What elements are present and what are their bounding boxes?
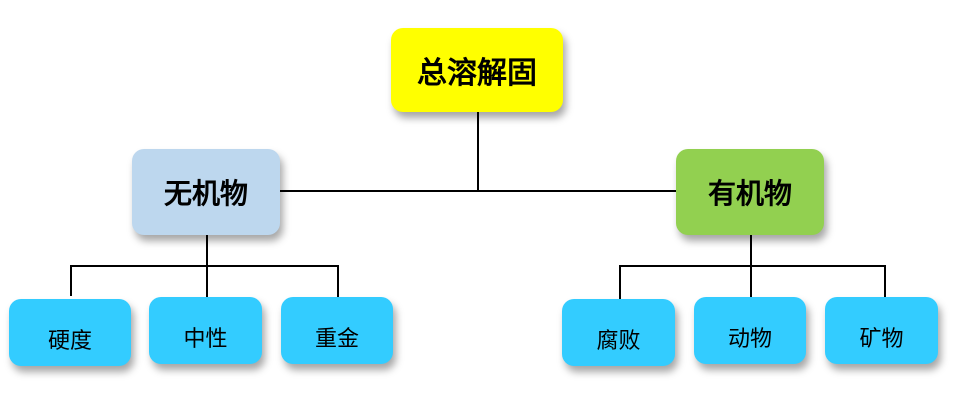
leaf-label: 腐败 [596, 328, 641, 354]
branch-label: 无机物 [163, 177, 248, 210]
root-label: 总溶解固 [417, 56, 537, 91]
leaf-label: 中性 [183, 326, 228, 352]
leaf-label: 硬度 [47, 328, 92, 354]
left-bar [70, 265, 339, 297]
leaf-node: 矿物 [825, 297, 938, 364]
leaf-node: 中性 [149, 297, 262, 364]
branch-label: 有机物 [707, 177, 792, 210]
root-node: 总溶解固 [391, 28, 563, 112]
branch-node-organic: 有机物 [676, 149, 824, 235]
leaf-node: 硬度 [9, 299, 131, 366]
leaf-node: 重金 [281, 297, 393, 364]
leaf-label: 重金 [314, 326, 359, 352]
branch-node-inorganic: 无机物 [132, 149, 280, 235]
leaf-label: 动物 [727, 326, 772, 352]
leaf-label: 矿物 [859, 326, 904, 352]
leaf-node: 腐败 [562, 299, 675, 366]
leaf-node: 动物 [694, 297, 806, 364]
right-bar [619, 265, 886, 299]
